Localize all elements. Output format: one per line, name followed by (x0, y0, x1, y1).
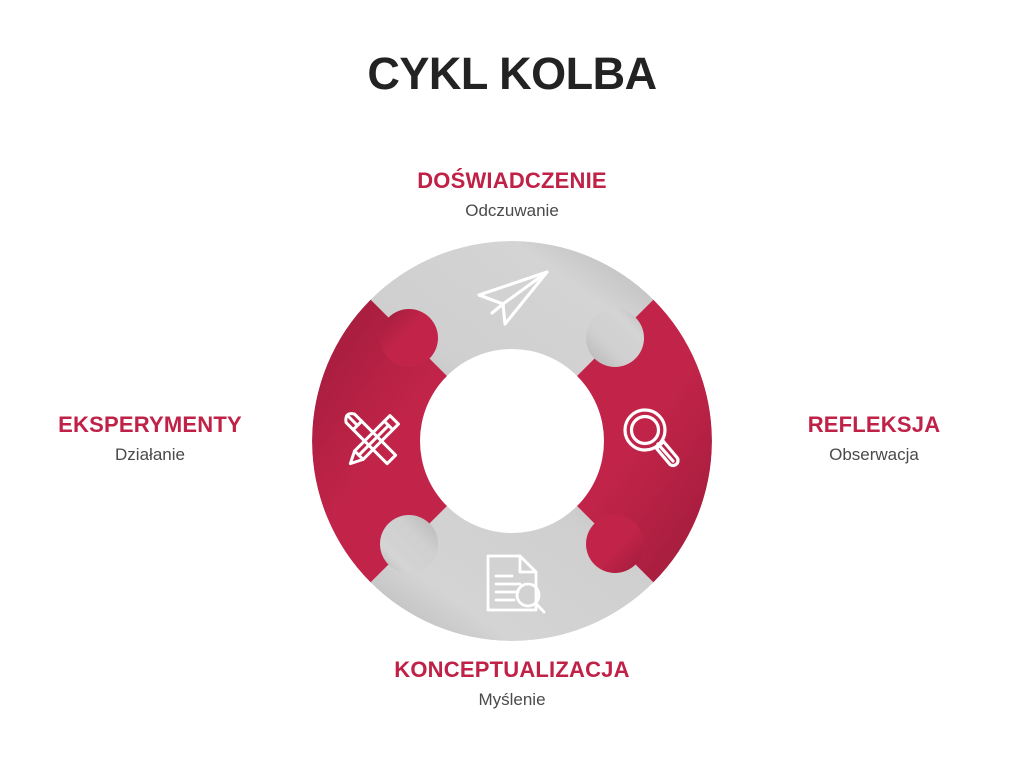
node-title-reflection: REFLEKSJA (807, 412, 941, 437)
node-label-reflection: REFLEKSJA Obserwacja (724, 412, 1024, 465)
node-subtitle-experimentation: Działanie (115, 445, 185, 465)
paper-plane-icon (477, 270, 549, 326)
segment-experimentation-left (312, 299, 512, 583)
node-subtitle-conceptualization: Myślenie (478, 690, 546, 710)
node-title-experience: DOŚWIADCZENIE (417, 168, 607, 193)
magnifier-icon (623, 408, 680, 468)
node-label-conceptualization: KONCEPTUALIZACJA Myślenie (0, 657, 1024, 710)
node-label-experience: DOŚWIADCZENIE Odczuwanie (0, 168, 1024, 221)
document-search-icon (486, 554, 546, 614)
node-title-conceptualization: KONCEPTUALIZACJA (394, 657, 630, 682)
node-subtitle-reflection: Obserwacja (829, 445, 919, 465)
segment-reflection-right (512, 299, 712, 583)
diagram-hub (420, 349, 604, 533)
node-title-experimentation: EKSPERYMENTY (58, 412, 242, 437)
kolb-cycle-diagram (306, 235, 718, 647)
pencil-brush-icon (344, 412, 400, 466)
node-label-experimentation: EKSPERYMENTY Działanie (0, 412, 300, 465)
page-title: CYKL KOLBA (367, 48, 657, 99)
node-subtitle-experience: Odczuwanie (465, 201, 559, 221)
